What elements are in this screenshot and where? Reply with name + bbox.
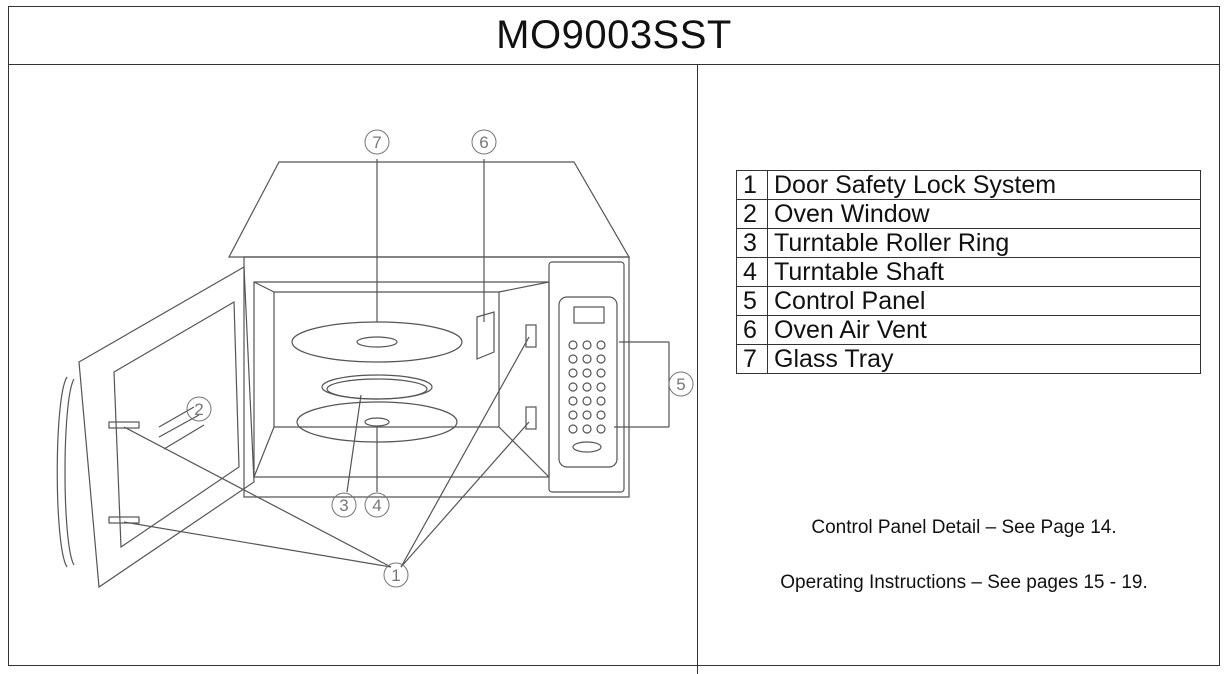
cabinet-front (243, 256, 630, 498)
part-number: 7 (736, 344, 768, 374)
callout-5: 5 (676, 375, 685, 394)
control-panel-note: Control Panel Detail – See Page 14. (811, 517, 1117, 538)
glass-tray (291, 321, 463, 363)
callout-2: 2 (194, 400, 203, 419)
callout-4: 4 (372, 496, 381, 515)
document-frame: MO9003SST (8, 6, 1220, 674)
latch-slot-bottom (525, 406, 537, 430)
column-divider (697, 64, 698, 674)
control-panel-housing (548, 261, 625, 493)
part-number: 3 (736, 228, 768, 258)
part-label: Oven Air Vent (767, 315, 1201, 345)
cabinet-top (228, 161, 631, 258)
keypad (568, 340, 606, 453)
part-label: Turntable Shaft (767, 257, 1201, 287)
callout-1: 1 (391, 566, 400, 585)
part-number: 4 (736, 257, 768, 287)
control-panel-face (558, 296, 618, 468)
part-label: Control Panel (767, 286, 1201, 316)
part-label: Glass Tray (767, 344, 1201, 374)
turntable-shaft (364, 417, 390, 427)
display-window (573, 306, 605, 324)
door-handle (56, 376, 68, 568)
callout-6: 6 (479, 133, 488, 152)
part-number: 5 (736, 286, 768, 316)
part-label: Oven Window (767, 199, 1201, 229)
part-label: Turntable Roller Ring (767, 228, 1201, 258)
cavity-back (273, 291, 500, 428)
part-number: 6 (736, 315, 768, 345)
callout-3: 3 (339, 496, 348, 515)
part-label: Door Safety Lock System (767, 170, 1201, 200)
callout-7: 7 (372, 133, 381, 152)
air-vent (476, 311, 495, 360)
door-window (113, 300, 240, 549)
part-number: 1 (736, 170, 768, 200)
door-frame (78, 265, 255, 589)
operating-instructions-note: Operating Instructions – See pages 15 - … (780, 572, 1148, 593)
microwave-diagram: 7 6 2 5 3 4 1 (56, 129, 694, 589)
latch-slot-top (525, 324, 537, 348)
part-number: 2 (736, 199, 768, 229)
page-title: MO9003SST (9, 7, 1219, 65)
